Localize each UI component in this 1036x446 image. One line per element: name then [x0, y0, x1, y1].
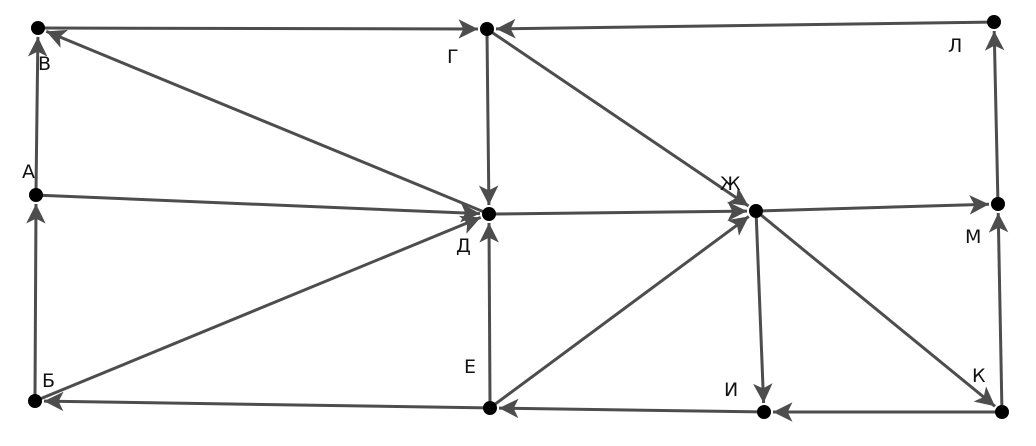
edge-a-to-d	[39, 193, 481, 223]
edge-g-to-zh	[489, 29, 750, 208]
edge-v-to-g	[41, 19, 479, 39]
edge-zh-to-i	[753, 214, 773, 404]
node-zh	[749, 204, 763, 218]
node-label-k: К	[972, 365, 986, 387]
edge-l-to-g	[495, 18, 991, 39]
node-k	[995, 405, 1009, 419]
labels-layer: А Б В Г Д Е Ж И К Л М	[22, 35, 986, 401]
node-label-g: Г	[447, 46, 459, 68]
node-b	[28, 394, 42, 408]
node-label-e: Е	[464, 356, 476, 378]
edge-i-to-e	[498, 398, 761, 419]
edge-d-to-zh	[492, 201, 748, 222]
node-m	[991, 197, 1005, 211]
edge-zh-to-m	[759, 195, 990, 215]
edge-e-to-zh	[492, 215, 750, 407]
node-label-d: Д	[456, 235, 471, 257]
nodes-layer	[28, 15, 1009, 419]
node-l	[987, 15, 1001, 29]
edge-e-to-b	[43, 391, 487, 412]
edge-g-to-d	[478, 32, 499, 206]
edge-a-to-v	[27, 36, 48, 192]
node-g	[480, 22, 494, 36]
edge-b-to-d	[38, 215, 482, 401]
edge-m-to-l	[984, 30, 1005, 201]
node-label-m: М	[965, 226, 981, 248]
edge-zh-to-k	[758, 212, 996, 408]
node-v	[31, 21, 45, 35]
edge-e-to-d	[479, 222, 499, 405]
node-label-b: Б	[42, 370, 55, 392]
node-label-l: Л	[948, 35, 962, 57]
edge-b-to-a	[26, 203, 46, 398]
node-label-v: В	[38, 53, 51, 75]
node-a	[29, 188, 43, 202]
node-label-a: А	[22, 161, 35, 183]
node-label-i: И	[724, 379, 738, 401]
node-i	[757, 405, 771, 419]
edge-d-to-v	[45, 29, 486, 214]
node-label-zh: Ж	[720, 173, 741, 195]
node-e	[483, 401, 497, 415]
edges-layer	[26, 18, 1009, 422]
node-d	[482, 207, 496, 221]
edge-k-to-m	[988, 212, 1009, 409]
